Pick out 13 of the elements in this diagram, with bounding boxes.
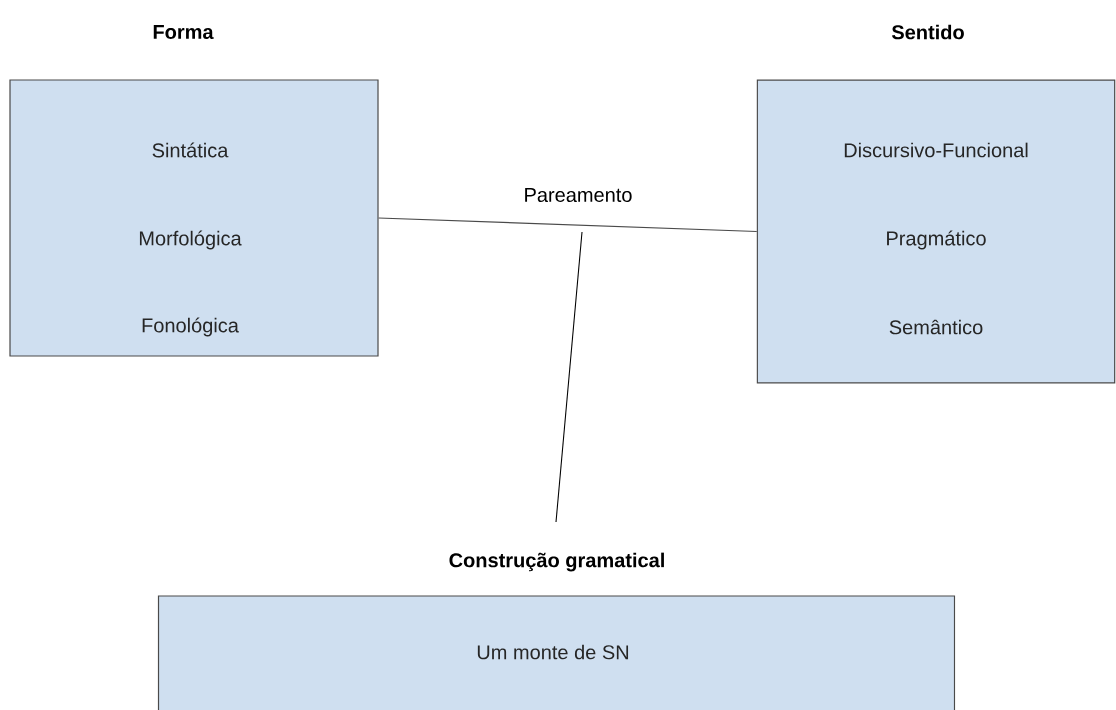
- edge-label: Pareamento: [522, 186, 634, 204]
- connector-line: [378, 217, 758, 233]
- box-item: Semântico: [889, 319, 983, 335]
- box-heading: Forma: [153, 25, 214, 39]
- box-item: Morfológica: [139, 230, 242, 250]
- box-item: Discursivo-Funcional: [844, 142, 1028, 158]
- box-item: Fonológica: [142, 317, 239, 337]
- box-heading: Sentido: [891, 24, 964, 40]
- box-item: Sintática: [152, 142, 229, 158]
- box-heading: Construção gramatical: [449, 552, 664, 572]
- box-item: Um monte de SN: [477, 644, 629, 660]
- connector-line: [555, 231, 583, 523]
- box-item: Pragmático: [887, 230, 986, 250]
